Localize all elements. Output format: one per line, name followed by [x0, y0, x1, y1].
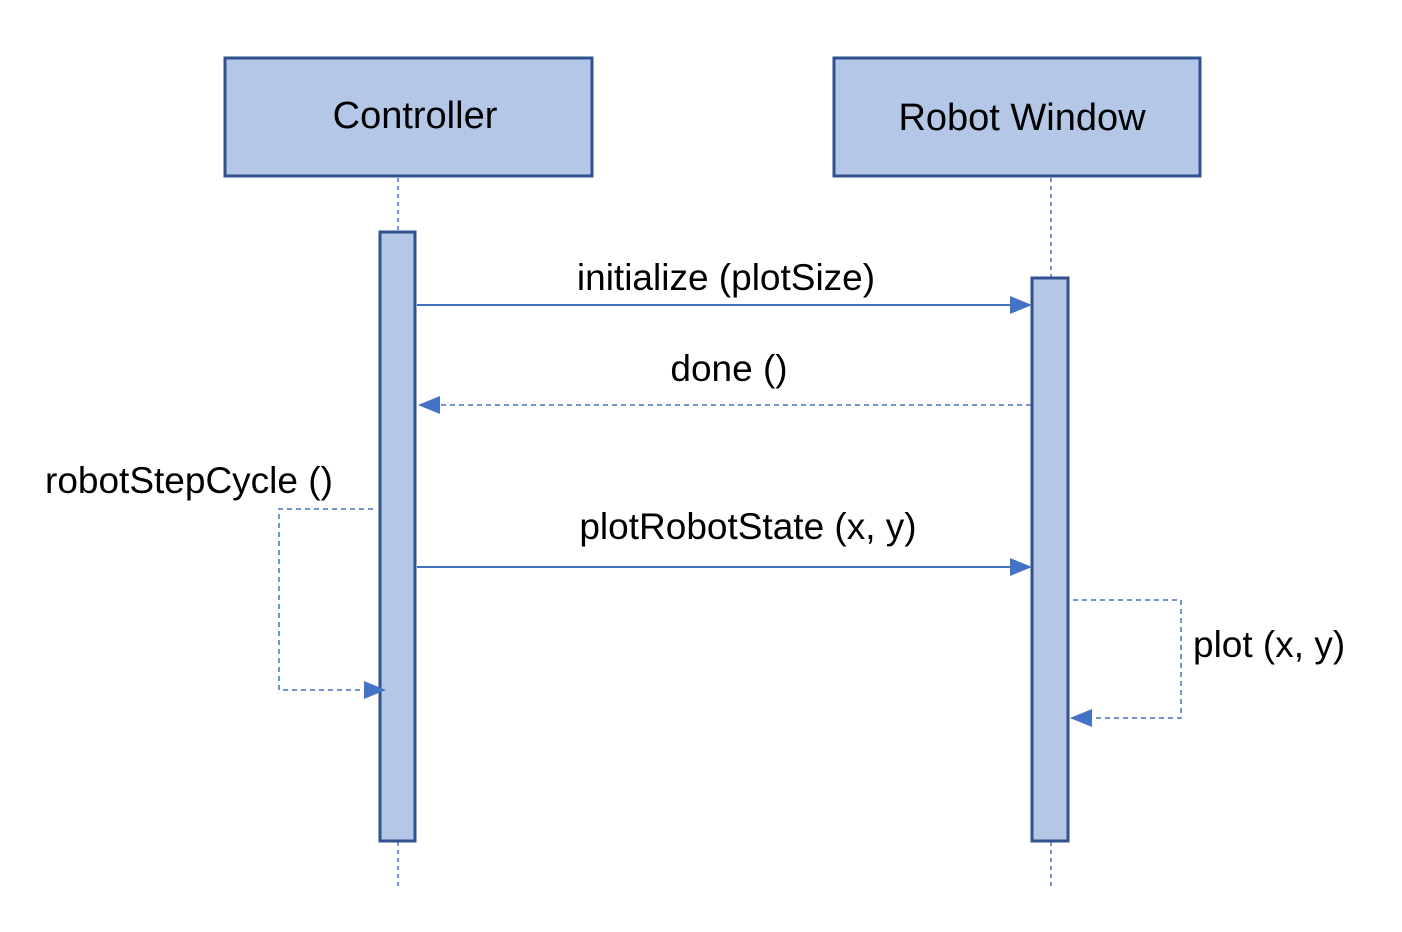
- robot-step-cycle-loop-line: [278, 508, 373, 691]
- done-arrowhead: [418, 396, 440, 414]
- controller-activation-bar: [378, 230, 417, 843]
- controller-participant: Controller: [223, 56, 594, 178]
- plot-label: plot (x, y): [1193, 624, 1345, 665]
- robot-window-participant: Robot Window: [832, 56, 1202, 178]
- message-plot: plot (x, y): [1070, 599, 1345, 727]
- message-plot-robot-state: plotRobotState (x, y): [417, 506, 1032, 576]
- controller-box: [223, 56, 594, 178]
- robot-window-box: [832, 56, 1202, 178]
- initialize-arrowhead: [1010, 296, 1032, 314]
- controller-label: Controller: [333, 95, 498, 137]
- robot-window-label: Robot Window: [898, 97, 1146, 139]
- plot-arrowhead: [1070, 709, 1092, 727]
- plot-robot-state-label: plotRobotState (x, y): [579, 506, 916, 547]
- plot-robot-state-arrowhead: [1010, 558, 1032, 576]
- plot-loop-line: [1073, 599, 1182, 719]
- message-initialize: initialize (plotSize): [417, 257, 1032, 314]
- robot-step-cycle-label: robotStepCycle (): [45, 460, 333, 501]
- robot-window-activation-bar: [1030, 276, 1070, 843]
- message-robot-step-cycle: robotStepCycle (): [45, 460, 386, 699]
- robot-step-cycle-arrowhead: [364, 681, 386, 699]
- message-done: done (): [418, 348, 1031, 414]
- done-label: done (): [670, 348, 787, 389]
- initialize-label: initialize (plotSize): [577, 257, 875, 298]
